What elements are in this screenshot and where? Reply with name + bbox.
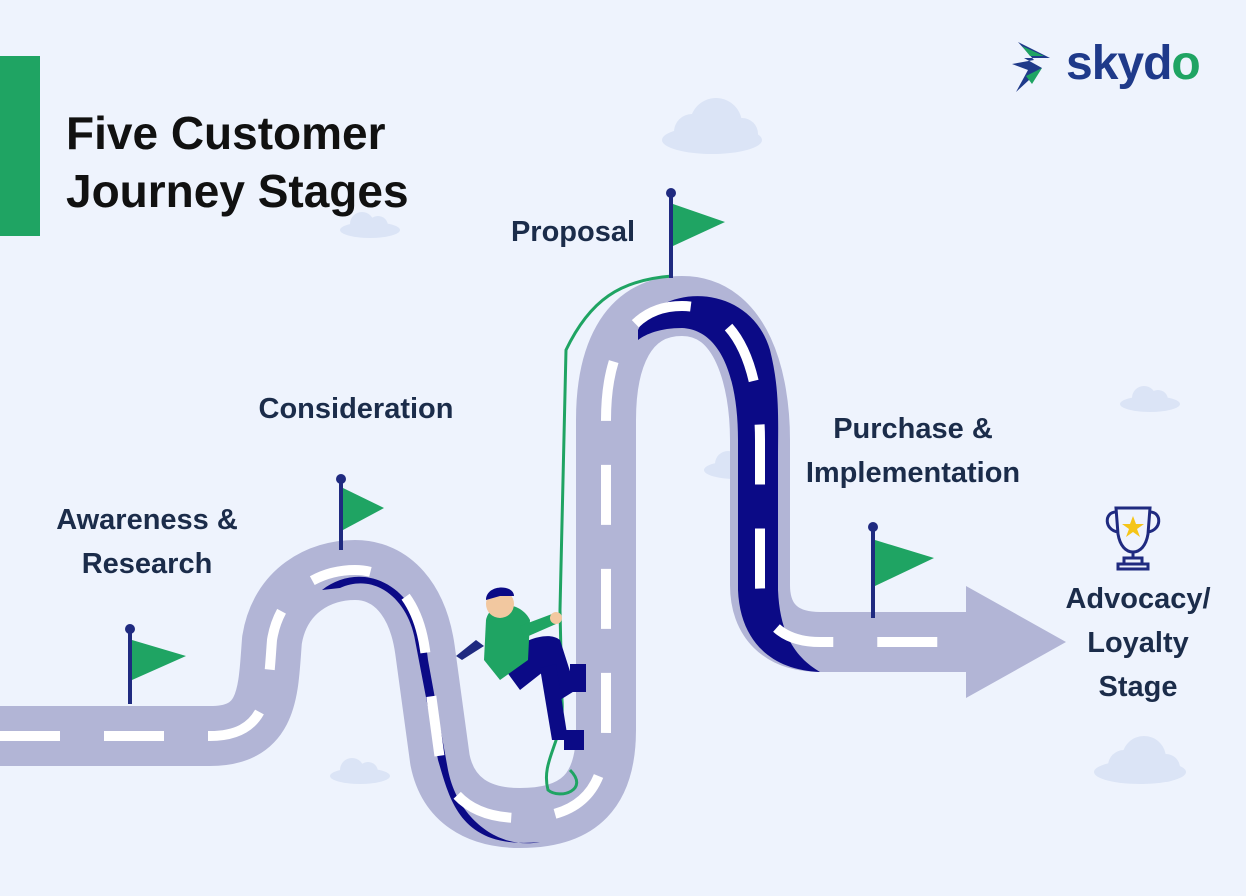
- trophy-icon: [1105, 506, 1161, 571]
- stage-purchase-line-1: Purchase &: [833, 413, 993, 445]
- stage-purchase-label: Purchase & Implementation: [790, 407, 1036, 495]
- stage-purchase-line-2: Implementation: [805, 457, 1021, 489]
- flag-icon: [125, 624, 186, 704]
- page-title: Five Customer Journey Stages: [66, 104, 409, 220]
- cloud-icon: [1094, 736, 1186, 784]
- accent-bar: [0, 56, 40, 236]
- stage-awareness-line-2: Research: [81, 548, 213, 580]
- stage-awareness-line-1: Awareness &: [56, 504, 238, 536]
- stage-consideration-label: Consideration: [240, 387, 472, 431]
- flag-icon: [868, 522, 934, 618]
- cloud-icon: [340, 212, 400, 238]
- stage-advocacy-line-2: Loyalty: [1087, 627, 1189, 659]
- logo-wordmark: skydo: [1066, 36, 1201, 91]
- flag-icon: [336, 474, 384, 550]
- cloud-icon: [330, 758, 390, 784]
- stage-consideration-line-1: Consideration: [258, 393, 454, 425]
- title-line-2: Journey Stages: [66, 165, 409, 217]
- road-arrow-head: [966, 586, 1066, 698]
- road-dark-side-2: [638, 296, 820, 672]
- flag-icon: [666, 188, 725, 278]
- stage-proposal-label: Proposal: [494, 210, 652, 254]
- cloud-icon: [662, 98, 762, 154]
- skydo-double-arrow-icon: [1012, 42, 1050, 92]
- title-line-1: Five Customer: [66, 107, 386, 159]
- stage-advocacy-label: Advocacy/ Loyalty Stage: [1052, 577, 1224, 709]
- skydo-logo: skydo: [1012, 34, 1202, 96]
- climber-on-rope-icon: [456, 587, 586, 750]
- cloud-icon: [1120, 386, 1180, 412]
- stage-awareness-label: Awareness & Research: [40, 498, 254, 586]
- logo-text-main: skyd: [1066, 37, 1172, 90]
- stage-advocacy-line-3: Stage: [1098, 671, 1178, 703]
- stage-advocacy-line-1: Advocacy/: [1065, 583, 1211, 615]
- logo-text-o: o: [1171, 37, 1200, 90]
- stage-proposal-line-1: Proposal: [510, 216, 636, 248]
